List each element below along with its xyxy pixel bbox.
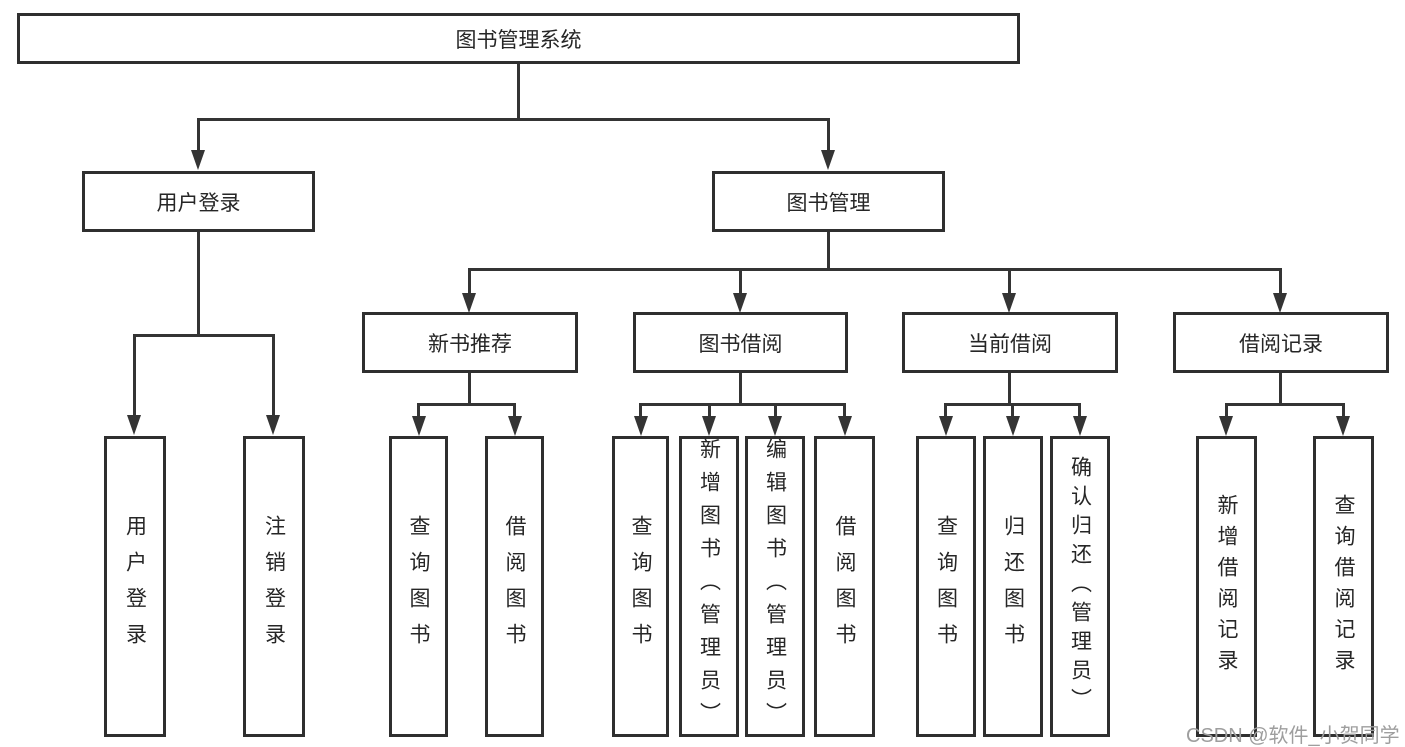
node-user-login-label: 用户登录 [156, 191, 241, 215]
leaf-query-books-3: 查询图书 [916, 436, 976, 737]
connector-root-stem [517, 63, 520, 120]
leaf-edit-books-admin-label: 编辑图书（管理员） [763, 438, 787, 735]
leaf-borrow-books-2-label: 借阅图书 [833, 514, 856, 659]
connector-drop-return-books [1011, 403, 1014, 418]
arrowhead-return-books [1006, 416, 1020, 436]
arrowhead-borrow-books-2 [838, 416, 852, 436]
leaf-query-borrow-record: 查询借阅记录 [1313, 436, 1374, 737]
arrowhead-query-books-3 [939, 416, 953, 436]
arrowhead-add-books [702, 416, 716, 436]
arrowhead-user-login [191, 150, 205, 170]
leaf-confirm-return-admin: 确认归还（管理员） [1050, 436, 1110, 737]
connector-drop-book-borrow [739, 268, 742, 294]
leaf-borrow-books-1-label: 借阅图书 [503, 514, 526, 659]
leaf-query-books-1-label: 查询图书 [407, 514, 430, 659]
leaf-confirm-return-admin-label: 确认归还（管理员） [1068, 456, 1092, 717]
leaf-logout-label: 注销登录 [262, 514, 286, 659]
connector-drop-edit-books [774, 403, 777, 418]
node-book-borrow: 图书借阅 [633, 312, 848, 373]
connector-drop-query-books-1 [417, 403, 420, 418]
leaf-borrow-books-2: 借阅图书 [814, 436, 875, 737]
node-book-borrow-label: 图书借阅 [698, 332, 783, 356]
leaf-query-books-2-label: 查询图书 [629, 514, 652, 659]
node-new-book-recommend-label: 新书推荐 [428, 332, 512, 356]
node-book-management: 图书管理 [712, 171, 945, 232]
arrowhead-new-book-recommend [462, 293, 476, 313]
leaf-add-borrow-record: 新增借阅记录 [1196, 436, 1257, 737]
leaf-add-books-admin-label: 新增图书（管理员） [697, 438, 721, 735]
connector-drop-new-book-recommend [468, 268, 471, 294]
connector-drop-add-books [708, 403, 711, 418]
connector-drop-query-borrow-record [1342, 403, 1345, 418]
leaf-query-borrow-record-label: 查询借阅记录 [1332, 493, 1355, 680]
connector-drop-borrow-record [1279, 268, 1282, 294]
node-user-login: 用户登录 [82, 171, 315, 232]
connector-book-management-branch [468, 268, 1282, 271]
connector-drop-book-management [827, 118, 830, 151]
connector-drop-user-login [197, 118, 200, 151]
connector-user-login-stem [197, 231, 200, 336]
leaf-logout: 注销登录 [243, 436, 305, 737]
connector-user-login-branch [133, 334, 275, 337]
node-root-label: 图书管理系统 [455, 28, 582, 52]
connector-borrow-record-branch [1225, 403, 1345, 406]
leaf-return-books-label: 归还图书 [1001, 514, 1025, 659]
connector-new-book-recommend-branch [417, 403, 516, 406]
connector-current-borrow-stem [1008, 371, 1011, 405]
connector-drop-borrow-books-2 [843, 403, 846, 418]
connector-book-borrow-stem [739, 371, 742, 405]
connector-drop-add-borrow-record [1225, 403, 1228, 418]
arrowhead-current-borrow [1002, 293, 1016, 313]
connector-drop-query-books-2 [639, 403, 642, 418]
arrowhead-confirm-return [1073, 416, 1087, 436]
node-borrow-record-label: 借阅记录 [1239, 332, 1323, 356]
arrowhead-borrow-books-1 [508, 416, 522, 436]
arrowhead-leaf-logout [266, 415, 280, 435]
arrowhead-edit-books [768, 416, 782, 436]
node-borrow-record: 借阅记录 [1173, 312, 1389, 373]
leaf-return-books: 归还图书 [983, 436, 1043, 737]
connector-borrow-record-stem [1279, 371, 1282, 405]
connector-root-branch [197, 118, 830, 121]
arrowhead-borrow-record [1273, 293, 1287, 313]
node-current-borrow-label: 当前借阅 [968, 332, 1052, 356]
leaf-query-books-2: 查询图书 [612, 436, 669, 737]
leaf-query-books-1: 查询图书 [389, 436, 448, 737]
connector-drop-leaf-logout [272, 334, 275, 416]
connector-drop-confirm-return [1078, 403, 1081, 418]
connector-new-book-recommend-stem [468, 371, 471, 405]
node-current-borrow: 当前借阅 [902, 312, 1118, 373]
node-book-management-label: 图书管理 [786, 191, 871, 215]
leaf-query-books-3-label: 查询图书 [934, 514, 958, 659]
arrowhead-query-books-2 [634, 416, 648, 436]
node-root-library-system: 图书管理系统 [17, 13, 1020, 64]
connector-drop-query-books-3 [944, 403, 947, 418]
arrowhead-book-borrow [733, 293, 747, 313]
leaf-edit-books-admin: 编辑图书（管理员） [745, 436, 805, 737]
connector-book-management-stem [827, 231, 830, 271]
arrowhead-query-borrow-record [1336, 416, 1350, 436]
node-new-book-recommend: 新书推荐 [362, 312, 578, 373]
leaf-add-borrow-record-label: 新增借阅记录 [1215, 493, 1238, 680]
connector-drop-leaf-user-login [133, 334, 136, 416]
leaf-user-login-label: 用户登录 [123, 514, 147, 659]
arrowhead-book-management [821, 150, 835, 170]
arrowhead-add-borrow-record [1219, 416, 1233, 436]
csdn-watermark: CSDN @软件_小贺同学 [1186, 725, 1400, 747]
connector-drop-borrow-books-1 [513, 403, 516, 418]
leaf-borrow-books-1: 借阅图书 [485, 436, 544, 737]
connector-book-borrow-branch [639, 403, 846, 406]
arrowhead-query-books-1 [412, 416, 426, 436]
arrowhead-leaf-user-login [127, 415, 141, 435]
leaf-user-login: 用户登录 [104, 436, 166, 737]
leaf-add-books-admin: 新增图书（管理员） [679, 436, 739, 737]
connector-drop-current-borrow [1008, 268, 1011, 294]
